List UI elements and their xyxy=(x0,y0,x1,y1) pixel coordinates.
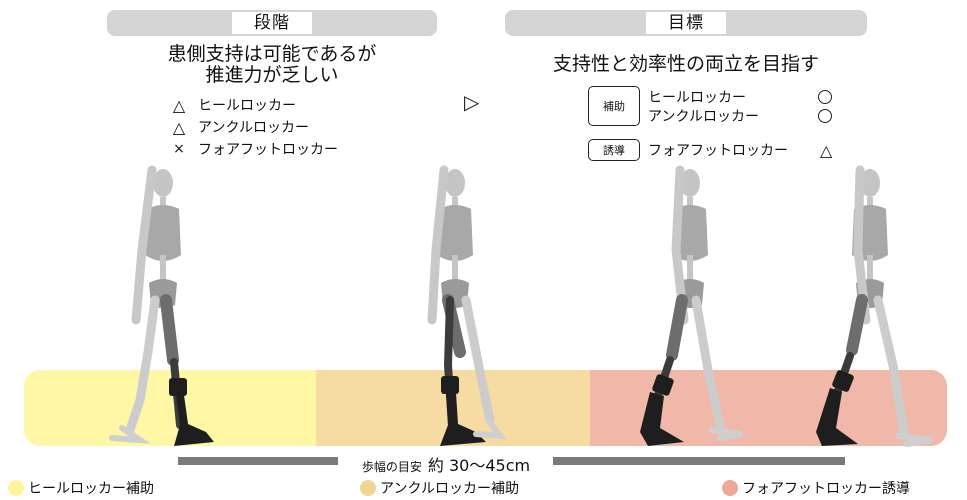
skeleton-figure-4 xyxy=(816,165,933,447)
circle-mark-icon xyxy=(818,89,832,104)
legend-ankle-rocker: アンクルロッカー補助 xyxy=(360,478,519,498)
stage-heading-line2: 推進力が乏しい xyxy=(205,64,339,86)
stage-row-heel: △ ヒールロッカー xyxy=(168,94,338,116)
yellow-dot-icon xyxy=(8,480,24,496)
induce-tag: 誘導 xyxy=(588,139,640,161)
goal-row-heel: ヒールロッカー xyxy=(648,87,832,106)
legend-label: アンクルロッカー補助 xyxy=(380,481,520,497)
goal-heading: 支持性と効率性の両立を目指す xyxy=(552,53,819,75)
assist-tag: 補助 xyxy=(588,86,640,126)
goal-rocker-list-assist: ヒールロッカー アンクルロッカー xyxy=(648,87,832,125)
stage-row-label: アンクルロッカー xyxy=(198,120,310,136)
legend-label: フォアフットロッカー誘導 xyxy=(742,481,910,497)
transition-arrow-icon: ▷ xyxy=(464,90,480,114)
stage-header-label: 段階 xyxy=(232,12,312,34)
stage-heading: 患側支持は可能であるが 推進力が乏しい xyxy=(107,44,437,86)
legend-heel-rocker: ヒールロッカー補助 xyxy=(8,478,154,498)
stage-rocker-list: △ ヒールロッカー △ アンクルロッカー × フォアフットロッカー xyxy=(168,94,338,160)
stage-row-label: ヒールロッカー xyxy=(198,98,296,114)
goal-header-label: 目標 xyxy=(646,12,726,34)
triangle-icon: △ xyxy=(172,95,186,115)
stride-ruler-left xyxy=(178,457,338,465)
stride-label: 歩幅の目安 約 30〜45cm xyxy=(340,452,552,476)
salmon-dot-icon xyxy=(722,480,738,496)
skeleton-figure-3 xyxy=(640,165,743,446)
stage-header-pill: 段階 xyxy=(107,10,437,36)
skeleton-figure-2 xyxy=(427,165,507,446)
circle-mark-icon xyxy=(818,108,832,123)
tan-dot-icon xyxy=(360,480,376,496)
stage-heading-line1: 患側支持は可能であるが xyxy=(167,43,377,65)
legend-label: ヒールロッカー補助 xyxy=(28,481,154,497)
goal-row-forefoot: フォアフットロッカー △ xyxy=(648,139,832,161)
goal-row-label: ヒールロッカー xyxy=(648,89,746,106)
stride-label-small: 歩幅の目安 xyxy=(361,460,422,474)
goal-row-label: アンクルロッカー xyxy=(648,108,760,125)
cross-icon: × xyxy=(173,141,185,157)
goal-row-ankle: アンクルロッカー xyxy=(648,106,832,125)
goal-row-label: フォアフットロッカー xyxy=(648,143,788,159)
skeleton-figure-1 xyxy=(109,165,214,446)
stage-row-forefoot: × フォアフットロッカー xyxy=(168,138,338,160)
stride-label-main: 約 30〜45cm xyxy=(427,456,531,475)
legend-forefoot-rocker: フォアフットロッカー誘導 xyxy=(722,478,910,498)
goal-header-pill: 目標 xyxy=(505,10,867,36)
stage-row-ankle: △ アンクルロッカー xyxy=(168,116,338,138)
triangle-icon: △ xyxy=(820,140,833,160)
stage-row-label: フォアフットロッカー xyxy=(198,142,338,158)
stride-ruler-right xyxy=(553,457,845,465)
triangle-icon: △ xyxy=(172,117,186,137)
